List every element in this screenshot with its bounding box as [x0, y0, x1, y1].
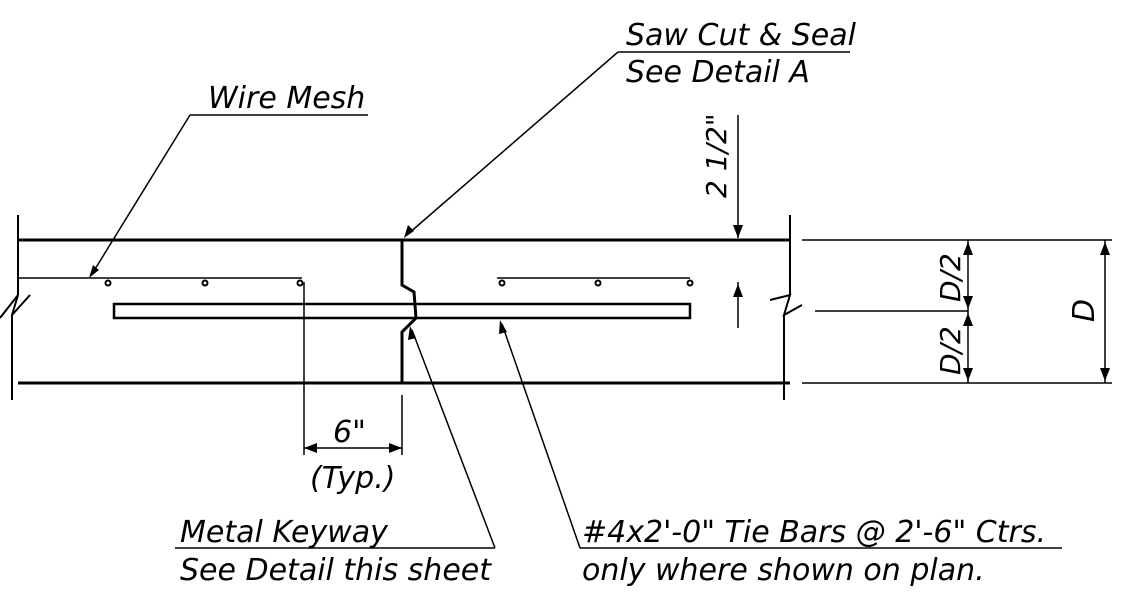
label-wire-mesh: Wire Mesh — [208, 81, 365, 116]
left-break-symbol — [0, 294, 31, 319]
arrowhead-2-half-top — [733, 225, 743, 238]
arrowhead-d-top — [1100, 242, 1110, 255]
label-tie-bars-line1: #4x2'-0" Tie Bars @ 2'-6" Ctrs. — [582, 515, 1046, 550]
mesh-dot — [686, 279, 694, 287]
arrowhead-saw-cut — [404, 225, 414, 238]
mesh-dot — [594, 279, 602, 287]
label-dim-6in: 6" — [333, 415, 366, 450]
arrowhead-d-half-mid-down — [963, 313, 973, 326]
leader-wire-mesh — [91, 114, 191, 275]
arrowhead-tie-bars — [499, 320, 507, 334]
mesh-dot — [498, 279, 506, 287]
label-dim-d: D — [1067, 299, 1102, 322]
label-dim-d-half-lower: D/2 — [934, 326, 967, 375]
label-tie-bars-line2: only where shown on plan. — [582, 553, 985, 588]
arrowhead-d-bottom — [1100, 368, 1110, 381]
mesh-dot — [296, 279, 304, 287]
leader-tie-bars — [501, 323, 581, 549]
arrowhead-keyway — [408, 326, 416, 340]
arrowhead-6in-right — [389, 443, 402, 453]
mesh-dot — [201, 279, 209, 287]
label-saw-cut-line2: See Detail A — [626, 55, 810, 90]
label-keyway-line1: Metal Keyway — [180, 515, 389, 550]
arrowhead-2-half-bottom — [733, 284, 743, 297]
leader-keyway — [411, 329, 496, 549]
label-saw-cut-line1: Saw Cut & Seal — [626, 18, 857, 53]
label-dim-d-half-upper: D/2 — [934, 253, 967, 302]
arrowhead-wire-mesh — [89, 265, 99, 278]
label-dim-2-half: 2 1/2" — [700, 113, 733, 198]
mesh-dot — [104, 279, 112, 287]
label-typ: (Typ.) — [310, 461, 395, 496]
arrowhead-d-half-top — [963, 242, 973, 255]
leader-saw-cut — [407, 51, 619, 235]
tie-bar — [112, 302, 692, 320]
arrowhead-6in-left — [304, 443, 317, 453]
label-keyway-line2: See Detail this sheet — [180, 553, 492, 588]
arrowhead-d-half-bottom — [963, 368, 973, 381]
arrowhead-d-half-mid-up — [963, 296, 973, 309]
right-break-symbol — [769, 293, 803, 318]
joint-keyway-line — [400, 240, 418, 383]
